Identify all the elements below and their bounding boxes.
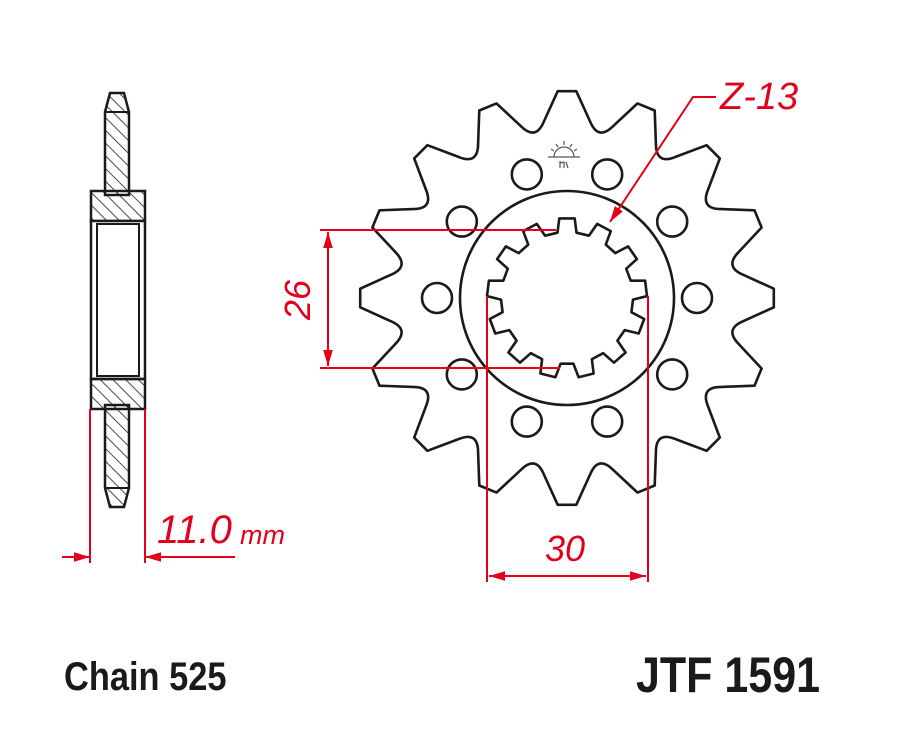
- bolt-holes: [420, 158, 714, 438]
- sprocket-outline: [358, 89, 776, 507]
- thickness-unit: mm: [240, 520, 285, 550]
- spline-tooth-count-label: Z-13: [720, 76, 799, 118]
- bolt-hole: [590, 158, 624, 191]
- thickness-value: 11.0: [157, 508, 232, 552]
- bolt-hole: [445, 205, 479, 238]
- bolt-hole: [510, 405, 544, 438]
- chain-label: Chain 525: [64, 655, 227, 699]
- bolt-hole: [655, 358, 689, 391]
- bolt-hole: [590, 405, 624, 438]
- side-upper-hub: [89, 189, 147, 223]
- spline-bore: [485, 217, 649, 379]
- bolt-hole: [445, 358, 479, 391]
- bolt-hole: [420, 281, 454, 315]
- sun-logo-icon: [548, 141, 580, 169]
- side-view: [89, 91, 147, 509]
- bolt-hole: [510, 158, 544, 191]
- part-number: JTF 1591: [636, 647, 821, 703]
- side-lower-tooth: [103, 403, 131, 509]
- side-bore: [89, 219, 147, 381]
- thickness-dimension: [62, 409, 235, 563]
- dim-30-label: 30: [545, 528, 586, 569]
- bolt-hole: [655, 205, 689, 238]
- side-upper-tooth: [103, 91, 131, 197]
- inner-ring: [458, 189, 676, 407]
- front-view: [358, 89, 776, 507]
- dimension-lines: [320, 96, 716, 582]
- dim-26-label: 26: [277, 279, 318, 320]
- bolt-hole: [680, 281, 714, 315]
